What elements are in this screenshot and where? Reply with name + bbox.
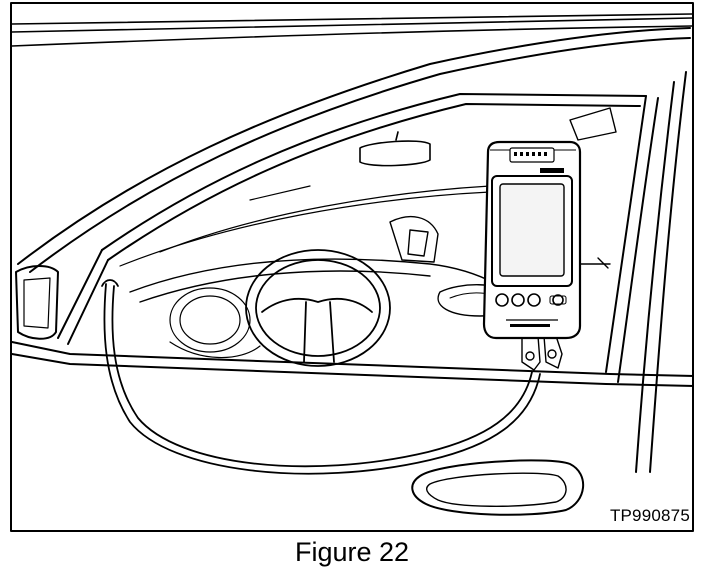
scan-tool-connector bbox=[521, 335, 563, 371]
sun-visor bbox=[569, 107, 617, 141]
device-top-plate-dots bbox=[514, 152, 547, 156]
gauge-cluster bbox=[169, 287, 261, 359]
device-buttons bbox=[495, 293, 564, 307]
side-mirror bbox=[15, 265, 59, 340]
device-button-2 bbox=[511, 293, 525, 307]
car-window-scan-tool-illustration bbox=[10, 2, 694, 532]
device-button-1 bbox=[495, 293, 509, 307]
scan-tool-cable bbox=[101, 279, 541, 475]
rearview-mirror bbox=[359, 131, 431, 167]
figure-reference-code: TP990875 bbox=[609, 506, 690, 525]
device-brand-mark bbox=[540, 168, 564, 173]
device-screen bbox=[499, 183, 565, 277]
figure-border bbox=[10, 2, 694, 532]
figure-frame bbox=[10, 2, 694, 532]
windshield-lines bbox=[119, 185, 491, 267]
door-handle bbox=[411, 459, 585, 516]
device-button-3 bbox=[527, 293, 541, 307]
door-frame bbox=[17, 27, 691, 473]
figure-caption: Figure 22 bbox=[294, 537, 410, 567]
scan-tool-device bbox=[482, 140, 582, 340]
steering-wheel bbox=[245, 249, 391, 367]
roof-lines bbox=[11, 13, 693, 47]
device-button-4 bbox=[552, 294, 564, 306]
